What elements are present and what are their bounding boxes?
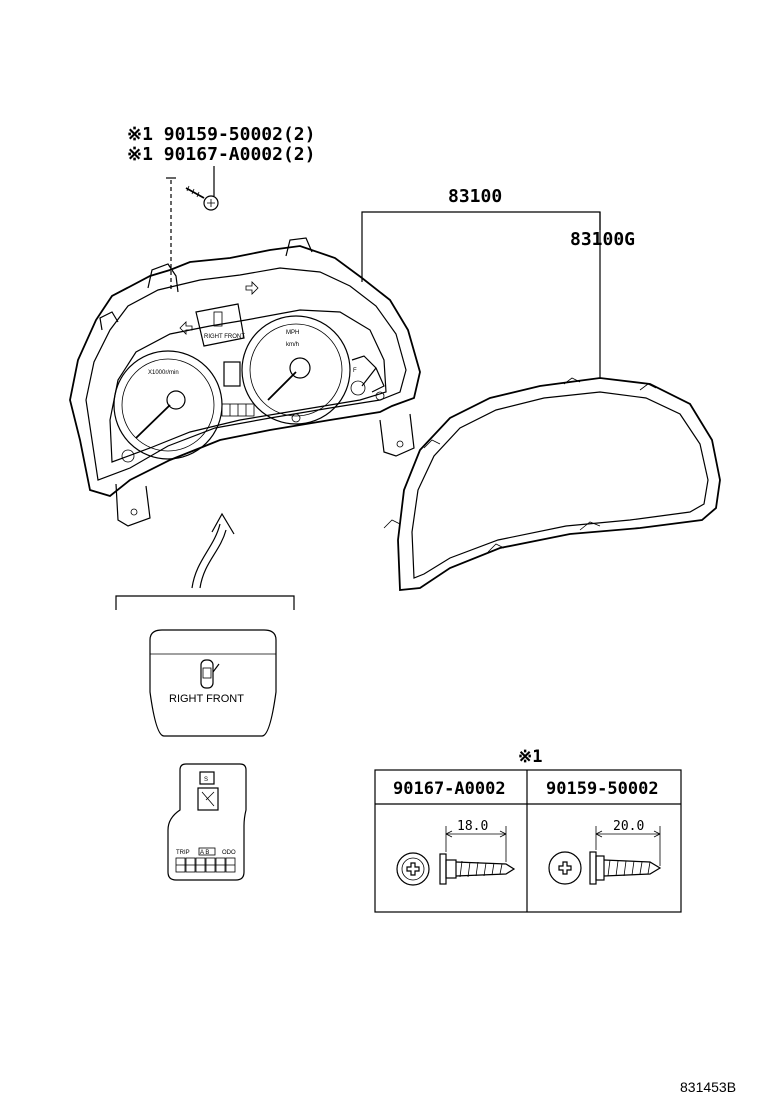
fuel-gauge: F <box>350 355 385 396</box>
gear-indicator <box>199 771 215 785</box>
length-18: 18.0 <box>457 819 488 834</box>
fastener-callout-line-1[interactable]: ※1 90159-50002(2) <box>127 124 315 145</box>
tach-label: X1000r/min <box>148 370 179 376</box>
cluster-door-text: RIGHT FRONT <box>204 334 245 340</box>
screw-90159-icon: 20.0 <box>548 819 662 885</box>
odo-odo: ODO <box>222 850 236 856</box>
odo-trip: TRIP <box>176 850 190 856</box>
length-20: 20.0 <box>613 819 644 834</box>
door-display-text: RIGHT FRONT <box>169 693 244 705</box>
turn-right-icon <box>245 281 259 295</box>
odo-ab: A B <box>200 850 209 856</box>
fastener-table: ※1 90167-A0002 90159-50002 18.0 <box>374 747 682 913</box>
meter-glass <box>383 377 721 591</box>
speedo-label-kmh: km/h <box>286 342 299 348</box>
combination-meter: X1000r/min MPH km/h F RIGHT FRONT <box>69 237 421 527</box>
fuel-f-label: F <box>353 368 357 374</box>
illustration-id: 831453B <box>680 1079 736 1095</box>
speedo-label-mph: MPH <box>286 330 299 336</box>
detail-bracket <box>115 595 295 610</box>
assembly-labels: 83100 83100G <box>361 186 635 378</box>
detail-arrow <box>191 512 235 589</box>
label-83100[interactable]: 83100 <box>448 186 502 207</box>
part-90167-a0002[interactable]: 90167-A0002 <box>393 779 506 799</box>
fastener-callout-line-2[interactable]: ※1 90167-A0002(2) <box>127 144 315 165</box>
door-open-icon <box>200 659 220 689</box>
screw-90167-icon: 18.0 <box>396 819 516 886</box>
bracket-leader <box>361 211 601 378</box>
tachometer: X1000r/min <box>113 350 223 463</box>
odo-digits <box>175 857 236 873</box>
gear-letter: S <box>204 777 208 783</box>
door-display-detail: RIGHT FRONT <box>149 629 277 737</box>
screw-icon <box>185 185 219 211</box>
center-display: RIGHT FRONT <box>195 303 255 417</box>
fastener-callout: ※1 90159-50002(2) ※1 90167-A0002(2) <box>127 124 315 290</box>
speedometer: MPH km/h <box>241 315 351 425</box>
label-83100g[interactable]: 83100G <box>570 229 635 250</box>
turn-left-icon <box>179 321 193 335</box>
shift-icon <box>197 787 219 811</box>
odometer-detail: S TRIP A B ODO <box>167 763 247 881</box>
part-90159-50002[interactable]: 90159-50002 <box>546 779 659 799</box>
table-note: ※1 <box>518 747 542 767</box>
